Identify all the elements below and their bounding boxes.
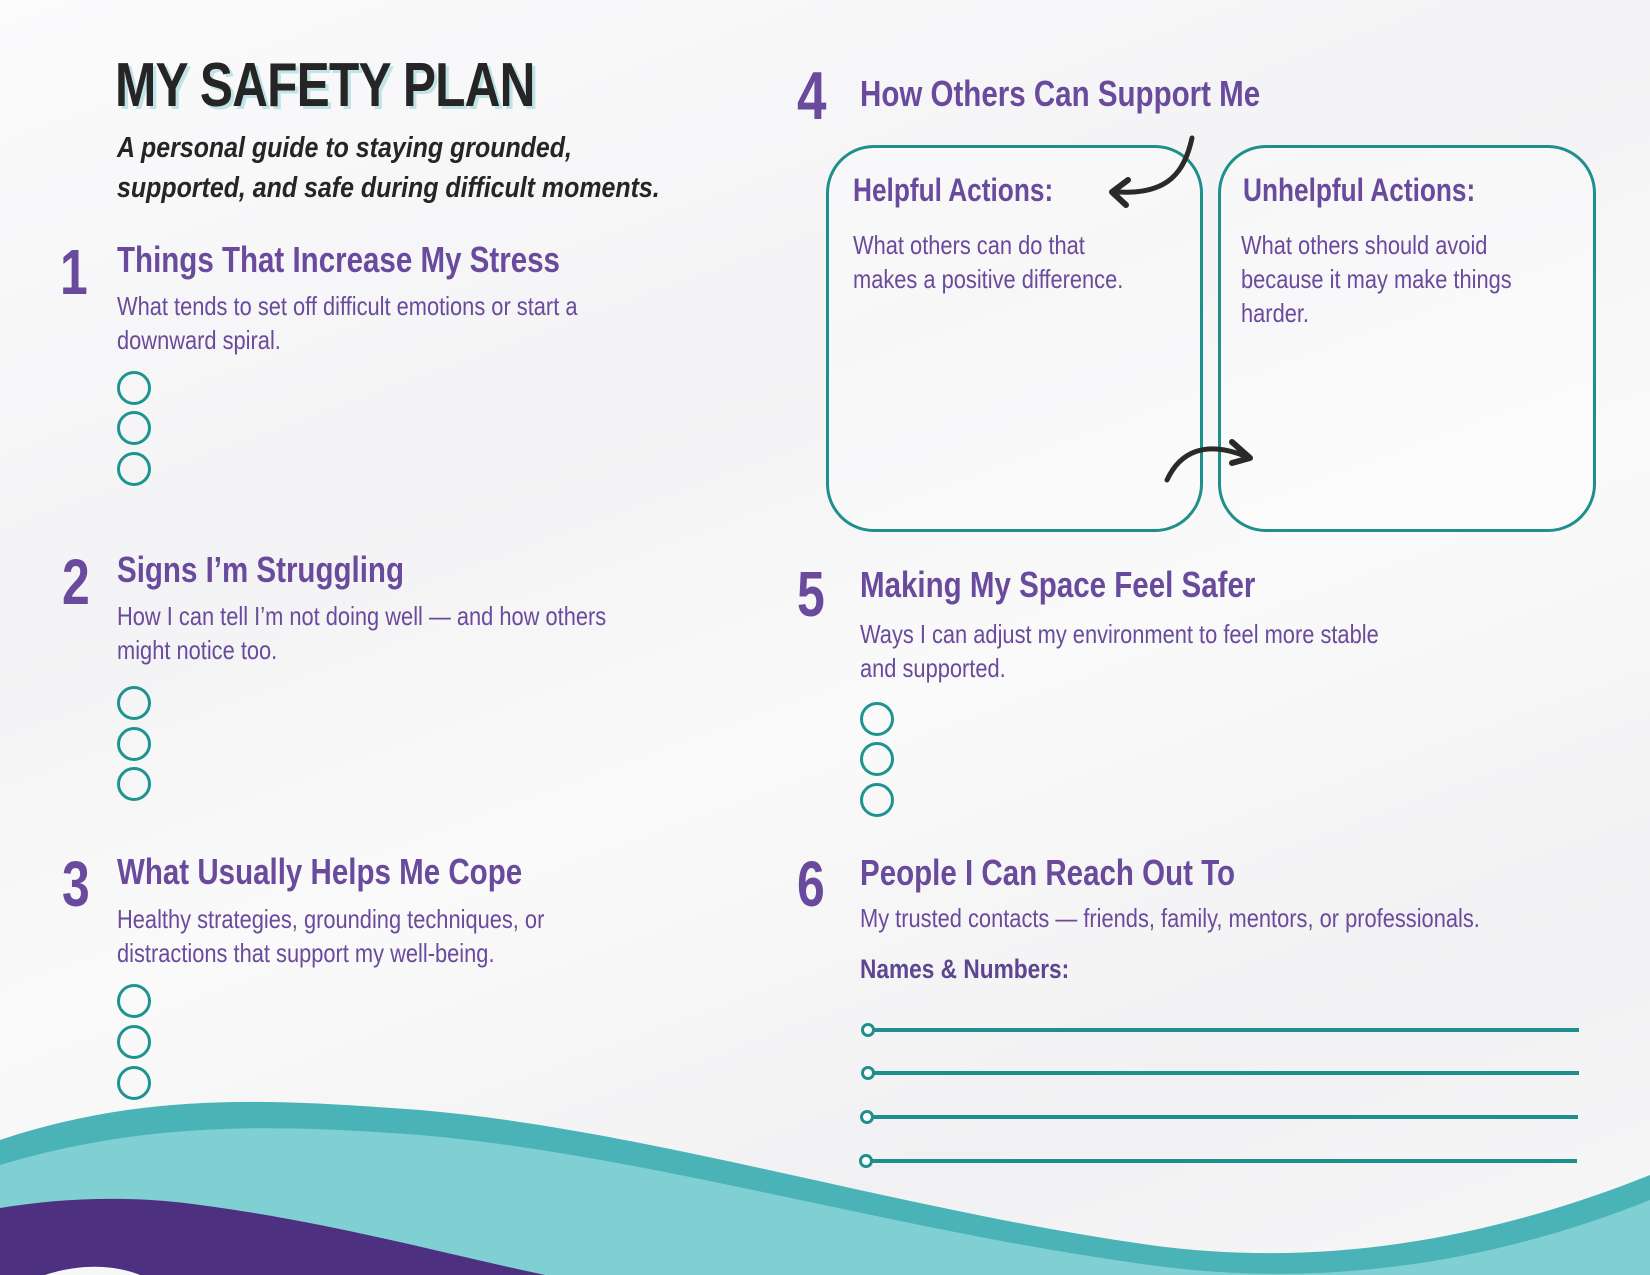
section-number: 2 (62, 546, 90, 618)
description-line-2: downward spiral. (117, 325, 281, 355)
helpful-actions-description: What others can do that makes a positive… (853, 228, 1123, 296)
checkbox-circle[interactable] (117, 767, 151, 801)
subtitle-line-2: supported, and safe during difficult mom… (117, 172, 660, 204)
section-heading: What Usually Helps Me Cope (117, 851, 523, 892)
description-line-2: might notice too. (117, 635, 278, 665)
contact-entry-line[interactable] (860, 1110, 1578, 1124)
section-heading: People I Can Reach Out To (860, 852, 1236, 893)
description-line-3: harder. (1241, 298, 1310, 328)
checkbox-circle[interactable] (860, 742, 894, 776)
checkbox-circle[interactable] (117, 984, 151, 1018)
section-number: 4 (797, 58, 827, 134)
checkbox-circle[interactable] (117, 1066, 151, 1100)
description-line-2: and supported. (860, 653, 1006, 683)
checkbox-circle[interactable] (860, 783, 894, 817)
section-description: Ways I can adjust my environment to feel… (860, 617, 1379, 685)
checkbox-circle[interactable] (117, 727, 151, 761)
description-line-1: Healthy strategies, grounding techniques… (117, 904, 545, 934)
section-number: 6 (797, 848, 825, 920)
section-description: Healthy strategies, grounding techniques… (117, 902, 544, 970)
helpful-actions-box[interactable]: Helpful Actions: What others can do that… (826, 145, 1203, 532)
contact-entry-line[interactable] (859, 1154, 1577, 1168)
description-line-2: distractions that support my well-being. (117, 938, 495, 968)
unhelpful-actions-box[interactable]: Unhelpful Actions: What others should av… (1218, 145, 1596, 532)
description-line-2: makes a positive difference. (853, 264, 1124, 294)
subtitle-line-1: A personal guide to staying grounded, (117, 132, 572, 164)
unhelpful-actions-description: What others should avoid because it may … (1241, 228, 1512, 330)
page-subtitle: A personal guide to staying grounded, su… (117, 128, 660, 208)
section-description: How I can tell I’m not doing well — and … (117, 599, 606, 667)
section-number: 3 (62, 848, 90, 920)
description-line-1: Ways I can adjust my environment to feel… (860, 619, 1379, 649)
names-numbers-label: Names & Numbers: (860, 954, 1070, 984)
contact-entry-line[interactable] (861, 1066, 1579, 1080)
checkbox-circle[interactable] (117, 686, 151, 720)
description-line-2: because it may make things (1241, 264, 1512, 294)
section-heading: Things That Increase My Stress (117, 239, 560, 280)
contact-entry-line[interactable] (861, 1023, 1579, 1037)
checkbox-circle[interactable] (117, 411, 151, 445)
section-heading: Signs I’m Struggling (117, 549, 404, 590)
checkbox-circle[interactable] (860, 702, 894, 736)
section-number: 5 (797, 558, 825, 630)
section-number: 1 (60, 236, 88, 308)
description-line-1: How I can tell I’m not doing well — and … (117, 601, 607, 631)
section-heading: How Others Can Support Me (860, 73, 1261, 114)
section-description: What tends to set off difficult emotions… (117, 289, 577, 357)
checkbox-circle[interactable] (117, 452, 151, 486)
checkbox-circle[interactable] (117, 1025, 151, 1059)
description-line-1: What others can do that (853, 230, 1085, 260)
unhelpful-actions-heading: Unhelpful Actions: (1243, 172, 1476, 208)
description-line-1: What others should avoid (1241, 230, 1488, 260)
section-description: My trusted contacts — friends, family, m… (860, 903, 1480, 933)
checkbox-circle[interactable] (117, 371, 151, 405)
section-heading: Making My Space Feel Safer (860, 564, 1256, 605)
page-title: MY SAFETY PLAN (115, 51, 535, 120)
description-line-1: What tends to set off difficult emotions… (117, 291, 578, 321)
helpful-actions-heading: Helpful Actions: (853, 172, 1054, 208)
